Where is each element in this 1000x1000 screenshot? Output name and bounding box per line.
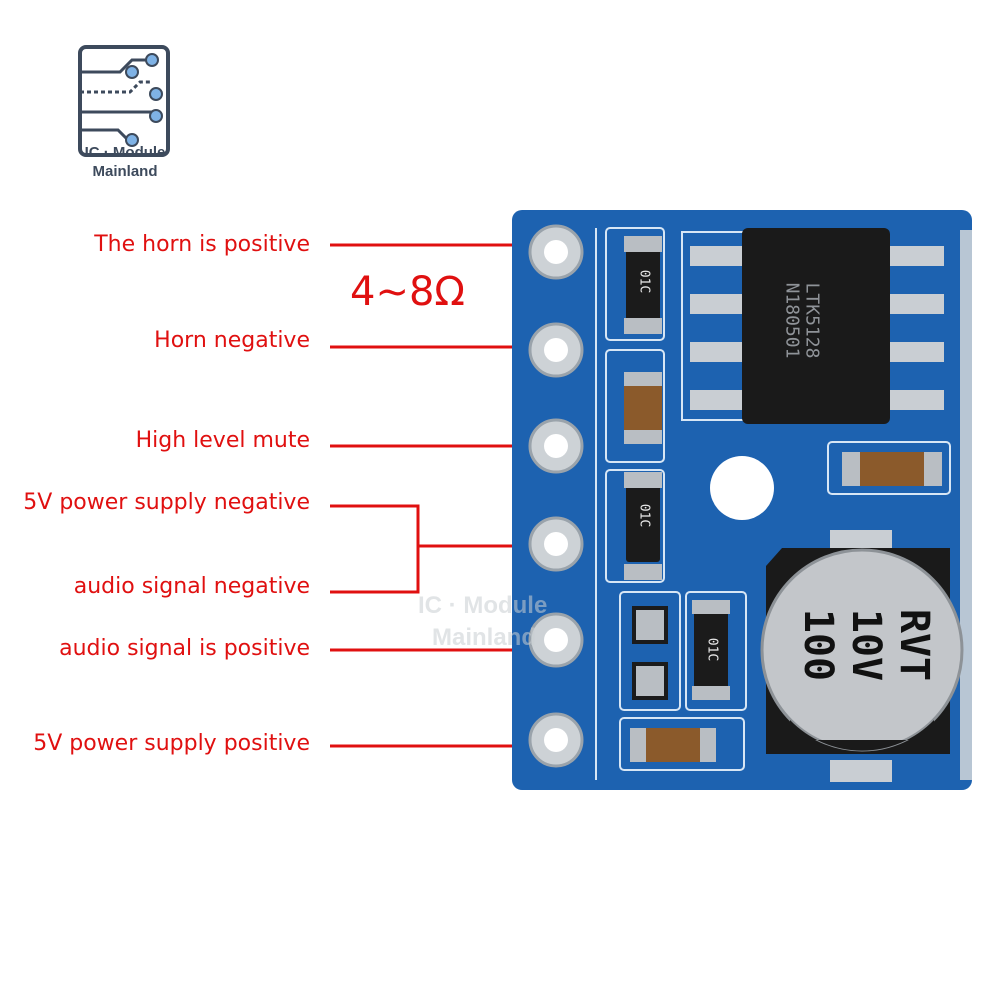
chip-marking-1: LTK5128 bbox=[801, 282, 823, 359]
pin-label-power-negative: 5V power supply negative bbox=[23, 490, 310, 515]
resistor-marking-1: 01C bbox=[636, 269, 652, 294]
pin-label-high-level-mute: High level mute bbox=[135, 428, 310, 453]
capacitor-marking-2: 10V bbox=[843, 608, 889, 682]
capacitor-marking-3: RVT bbox=[891, 608, 937, 682]
watermark-line2: Mainland bbox=[432, 624, 537, 651]
pin-label-horn-positive: The horn is positive bbox=[94, 232, 310, 257]
impedance-label: 4~8Ω bbox=[350, 269, 465, 315]
circuit-board-icon bbox=[78, 45, 170, 157]
pin-label-horn-negative: Horn negative bbox=[154, 328, 310, 353]
logo-line1: IC · Module bbox=[84, 144, 166, 161]
capacitor-marking-1: 100 bbox=[795, 608, 841, 682]
mounting-hole bbox=[710, 456, 774, 520]
watermark-line1: IC · Module bbox=[418, 592, 548, 619]
ceramic-capacitors bbox=[624, 372, 942, 762]
electrolytic-capacitor bbox=[760, 530, 964, 782]
resistors bbox=[624, 236, 730, 700]
chip-marking-2: N180501 bbox=[781, 282, 803, 359]
resistor-marking-3: 01C bbox=[704, 637, 720, 662]
resistor-marking-2: 01C bbox=[636, 503, 652, 528]
leader-lines bbox=[330, 243, 512, 748]
amplifier-chip bbox=[690, 228, 944, 424]
logo-line2: Mainland bbox=[92, 163, 158, 180]
pin-label-power-positive: 5V power supply positive bbox=[33, 731, 310, 756]
pin-label-audio-negative: audio signal negative bbox=[73, 574, 310, 599]
pin-label-audio-positive: audio signal is positive bbox=[59, 636, 310, 661]
pin-holes bbox=[528, 224, 584, 768]
